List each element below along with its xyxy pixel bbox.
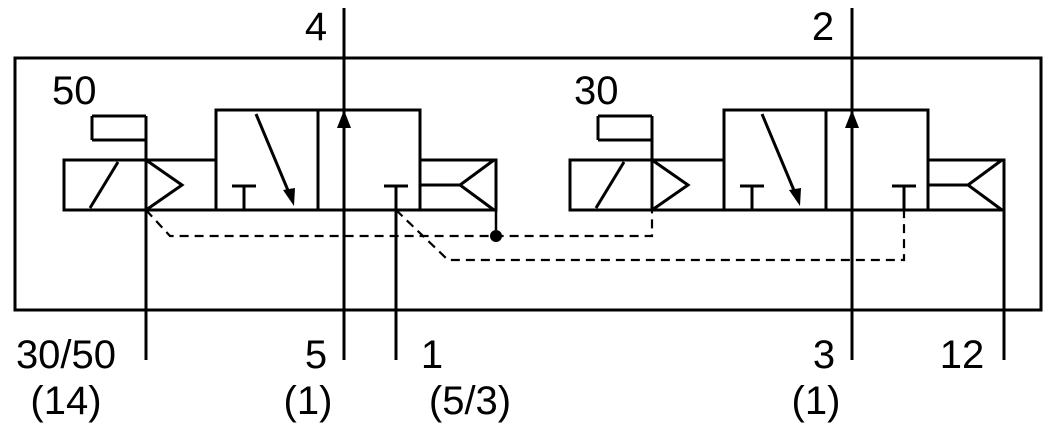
left-spring-symbol: [420, 158, 495, 212]
pilot-junction-dot: [490, 230, 502, 242]
left-flow-arrow: [254, 113, 294, 201]
right-solenoid-slash: [594, 161, 626, 209]
label-port-30-50: 30/50: [16, 333, 116, 377]
label-port-30-50-alt: (14): [30, 379, 101, 423]
left-flow-arrowhead: [283, 188, 295, 206]
label-port-2: 2: [812, 5, 834, 49]
right-manual-override: [596, 114, 654, 160]
pilot-line-upper: [145, 209, 654, 238]
left-blocked-port-a: [232, 184, 256, 210]
label-port-5: 5: [305, 333, 327, 377]
label-port-12: 12: [940, 333, 985, 377]
right-vertical-arrowhead: [845, 110, 859, 128]
left-blocked-port-b: [384, 184, 408, 210]
left-manual-override: [90, 114, 148, 160]
right-flow-arrow: [760, 113, 800, 201]
label-port-3: 3: [813, 333, 835, 377]
label-port-1-alt: (5/3): [429, 379, 511, 423]
left-valve: [62, 8, 498, 360]
label-setting-30: 30: [574, 69, 619, 113]
right-blocked-port-b: [892, 184, 916, 210]
right-blocked-port-a: [740, 184, 764, 210]
right-valve: [568, 8, 1006, 360]
label-port-4: 4: [305, 5, 327, 49]
left-solenoid-slash: [88, 161, 120, 209]
label-port-1: 1: [421, 333, 443, 377]
right-spring-symbol: [928, 158, 1003, 212]
label-port-5-alt: (1): [284, 379, 333, 423]
left-pilot-triangle: [145, 158, 185, 212]
left-vertical-arrowhead: [337, 110, 351, 128]
right-pilot-triangle: [651, 158, 691, 212]
right-flow-arrowhead: [789, 188, 801, 206]
label-port-3-alt: (1): [792, 379, 841, 423]
pilot-line-lower: [395, 209, 906, 262]
valve-housing: [13, 56, 1043, 312]
label-setting-50: 50: [52, 69, 97, 113]
